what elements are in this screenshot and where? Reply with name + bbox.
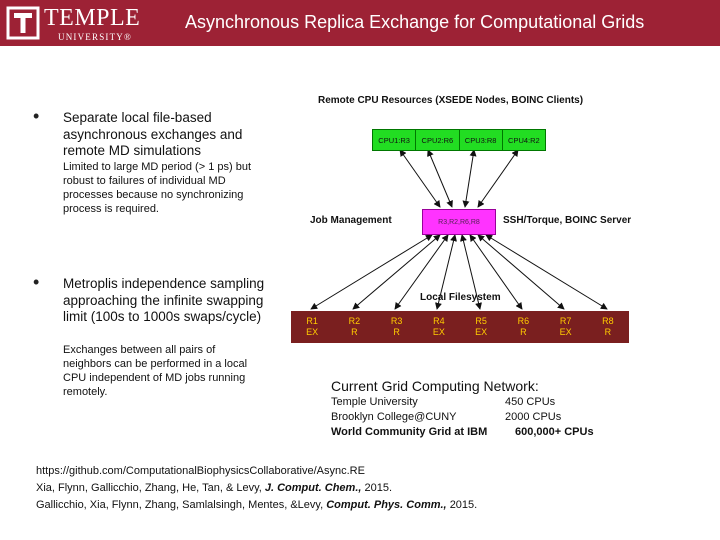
replica-id: R4 (433, 316, 445, 326)
grid-site-cpus: 450 CPUs (505, 396, 556, 408)
bullet-dot: • (33, 106, 40, 126)
reference-2: Gallicchio, Xia, Flynn, Zhang, Samlalsin… (36, 497, 477, 514)
replica-id: R6 (517, 316, 530, 326)
replica-id: R2 (348, 316, 361, 326)
reference-journal: J. Comput. Chem., (264, 482, 362, 494)
running-replicas-box: R3,R2,R6,R8 (422, 209, 496, 235)
reference-authors: Xia, Flynn, Gallicchio, Zhang, He, Tan, … (36, 482, 262, 494)
replica-state: R (520, 327, 527, 337)
temple-logo: TEMPLE UNIVERSITY® (6, 4, 156, 44)
replica-state: R (351, 327, 358, 337)
replica-state: R (393, 327, 400, 337)
grid-site-cpus: 600,000+ CPUs (515, 426, 594, 438)
reference-year: 2015. (449, 499, 478, 511)
logo-subtext: UNIVERSITY® (58, 32, 133, 42)
bullet-text: Metroplis independence sampling approach… (63, 276, 265, 324)
logo-wordmark: TEMPLE (44, 5, 141, 31)
replica-id: R5 (475, 316, 487, 326)
bullet-subtext: Exchanges between all pairs of neighbors… (63, 344, 248, 398)
server-label: SSH/Torque, BOINC Server (503, 215, 632, 226)
replica-state: EX (559, 327, 572, 337)
temple-t-icon (6, 6, 40, 40)
grid-site-name: Temple University (331, 396, 418, 408)
reference-journal: Comput. Phys. Comm., (326, 499, 447, 511)
replica-id: R7 (559, 316, 572, 326)
cpu-cell: CPU3:R8 (460, 130, 503, 150)
replica-id: R1 (306, 316, 318, 326)
header-bar: TEMPLE UNIVERSITY® Asynchronous Replica … (0, 0, 720, 46)
bullet-text: Separate local file-based asynchronous e… (63, 110, 243, 158)
remote-resources-label: Remote CPU Resources (XSEDE Nodes, BOINC… (318, 95, 584, 106)
grid-site-cpus: 2000 CPUs (505, 411, 562, 423)
reference-authors: Gallicchio, Xia, Flynn, Zhang, Samlalsin… (36, 499, 324, 511)
replica-state: EX (475, 327, 488, 337)
repo-link[interactable]: https://github.com/ComputationalBiophysi… (36, 465, 365, 477)
replica-id: R3 (390, 316, 403, 326)
reference-year: 2015. (364, 482, 393, 494)
replica-state: EX (432, 327, 445, 337)
cpu-row: CPU1:R3 CPU2:R6 CPU3:R8 CPU4:R2 (372, 129, 546, 151)
bullet-subtext: Limited to large MD period (> 1 ps) but … (63, 161, 252, 215)
cpu-cell: CPU4:R2 (508, 135, 540, 145)
slide-title: Asynchronous Replica Exchange for Comput… (185, 12, 645, 32)
bullet-dot: • (33, 272, 40, 292)
grid-site-name: World Community Grid at IBM (331, 426, 488, 438)
replica-state: EX (306, 327, 319, 337)
grid-network-title: Current Grid Computing Network: (331, 378, 539, 394)
grid-site-name: Brooklyn College@CUNY (331, 411, 457, 423)
filesystem-label: Local Filesystem (420, 292, 501, 303)
replica-id: R8 (602, 316, 614, 326)
job-management-label: Job Management (310, 215, 392, 226)
reference-1: Xia, Flynn, Gallicchio, Zhang, He, Tan, … (36, 480, 477, 497)
cpu-cell: CPU1:R3 (373, 130, 417, 150)
cpu-cell: CPU2:R6 (416, 130, 460, 150)
replica-state: R (604, 327, 612, 337)
references: https://github.com/ComputationalBiophysi… (36, 463, 477, 514)
